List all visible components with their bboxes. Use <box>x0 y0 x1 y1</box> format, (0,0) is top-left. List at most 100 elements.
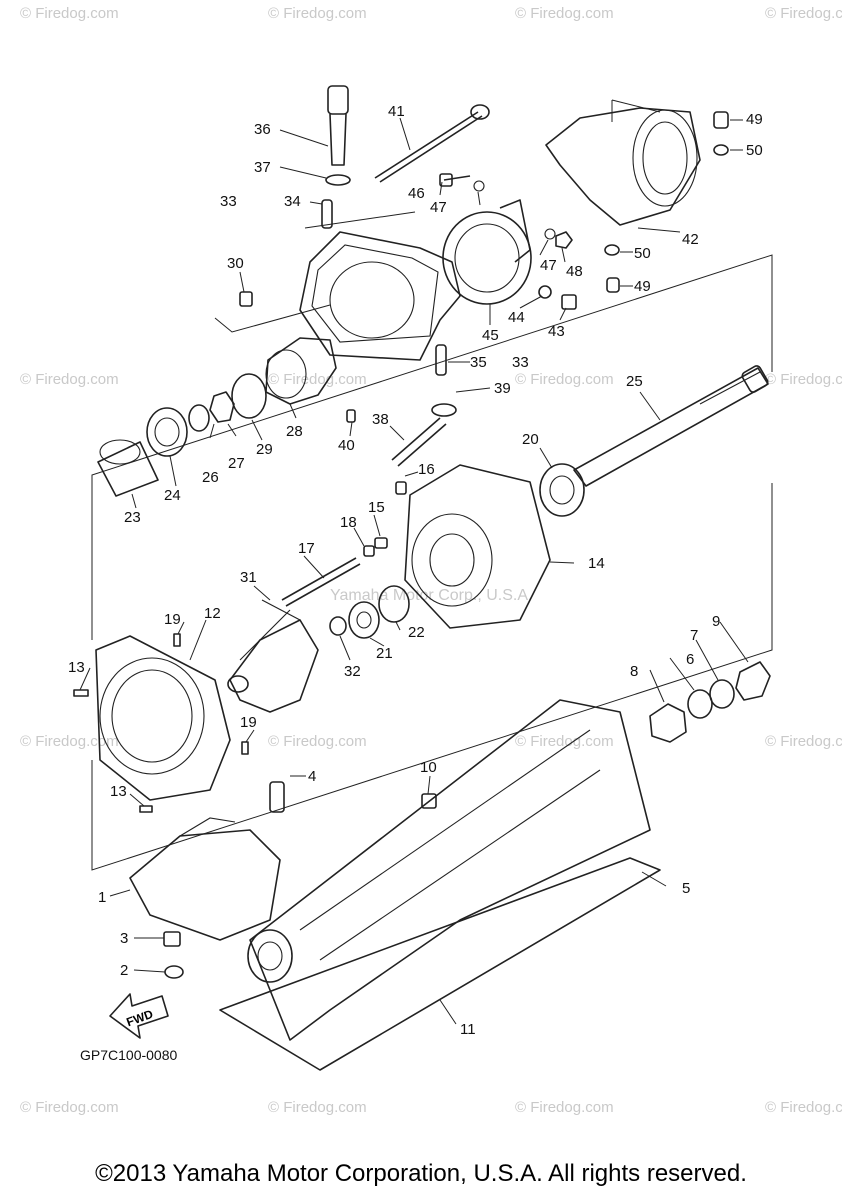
callout-19: 19 <box>164 611 181 628</box>
callout-42: 42 <box>682 231 699 248</box>
fasteners-49-50 <box>604 111 729 293</box>
forward-arrow: FWD <box>109 993 169 1039</box>
callout-19: 19 <box>240 714 257 731</box>
callout-46: 46 <box>408 185 425 202</box>
callout-44: 44 <box>508 309 525 326</box>
hose-36 <box>325 85 351 186</box>
callout-50: 50 <box>746 142 763 159</box>
callout-34: 34 <box>284 193 301 210</box>
small-fittings <box>346 344 457 467</box>
cap-assembly <box>97 337 337 497</box>
callout-16: 16 <box>418 461 435 478</box>
callout-18: 18 <box>340 514 357 531</box>
bearing-20 <box>539 463 585 517</box>
callout-26: 26 <box>202 469 219 486</box>
pump-case-12 <box>73 633 249 813</box>
callout-3: 3 <box>120 930 128 947</box>
plug-30 <box>239 291 253 307</box>
callout-37: 37 <box>254 159 271 176</box>
watermark: © Firedog.com <box>268 371 367 388</box>
watermark: © Firedog.com <box>765 1099 842 1116</box>
watermark: © Firedog.com <box>515 1099 614 1116</box>
callout-39: 39 <box>494 380 511 397</box>
callout-5: 5 <box>682 880 690 897</box>
watermark: © Firedog.com <box>20 733 119 750</box>
callout-27: 27 <box>228 455 245 472</box>
callout-35: 35 <box>470 354 487 371</box>
callout-14: 14 <box>588 555 605 572</box>
mid-watermark: Yamaha Motor Corp., U.S.A. <box>330 587 532 604</box>
callout-7: 7 <box>690 627 698 644</box>
callout-13: 13 <box>68 659 85 676</box>
callout-40: 40 <box>338 437 355 454</box>
callout-25: 25 <box>626 373 643 390</box>
callout-12: 12 <box>204 605 221 622</box>
watermark-group: © Firedog.com © Firedog.com © Firedog.co… <box>20 5 842 1116</box>
callout-28: 28 <box>286 423 303 440</box>
callout-6: 6 <box>686 651 694 668</box>
pins-15-18 <box>281 537 388 607</box>
copyright-notice: ©2013 Yamaha Motor Corporation, U.S.A. A… <box>95 1160 747 1187</box>
watermark: © Firedog.com <box>765 5 842 22</box>
callout-45: 45 <box>482 327 499 344</box>
intake-duct-11 <box>219 699 661 1071</box>
callout-labels: 1 2 3 4 5 6 7 8 9 10 11 12 13 13 14 15 1… <box>68 103 763 1038</box>
callout-41: 41 <box>388 103 405 120</box>
callout-13: 13 <box>110 783 127 800</box>
nozzle-42 <box>545 99 701 226</box>
callout-23: 23 <box>124 509 141 526</box>
seals-21-22-32 <box>329 585 410 639</box>
assembly-guide-lines <box>91 211 773 871</box>
callout-8: 8 <box>630 663 638 680</box>
callout-33: 33 <box>512 354 529 371</box>
watermark: © Firedog.com <box>765 733 842 750</box>
callout-49: 49 <box>746 111 763 128</box>
watermark: © Firedog.com <box>765 371 842 388</box>
callout-24: 24 <box>164 487 181 504</box>
diagram-code: GP7C100-0080 <box>80 1047 178 1063</box>
callout-11: 11 <box>460 1021 476 1038</box>
bolt-41 <box>374 104 490 183</box>
watermark: © Firedog.com <box>515 371 614 388</box>
ring-45 <box>439 173 577 310</box>
housing-33 <box>299 199 461 361</box>
impeller-31 <box>227 599 319 713</box>
callout-50: 50 <box>634 245 651 262</box>
callout-1: 1 <box>98 889 106 906</box>
callout-15: 15 <box>368 499 385 516</box>
callout-47: 47 <box>430 199 447 216</box>
callout-29: 29 <box>256 441 273 458</box>
callout-36: 36 <box>254 121 271 138</box>
watermark: © Firedog.com <box>515 733 614 750</box>
impeller-housing-14 <box>395 464 551 629</box>
callout-32: 32 <box>344 663 361 680</box>
fittings-4-10 <box>269 781 437 813</box>
watermark: © Firedog.com <box>20 5 119 22</box>
callout-49: 49 <box>634 278 651 295</box>
callout-43: 43 <box>548 323 565 340</box>
callout-9: 9 <box>712 613 720 630</box>
watermark: © Firedog.com <box>268 1099 367 1116</box>
cover-1 <box>129 817 281 979</box>
callout-47: 47 <box>540 257 557 274</box>
callout-20: 20 <box>522 431 539 448</box>
watermark: © Firedog.com <box>268 733 367 750</box>
callout-48: 48 <box>566 263 583 280</box>
callout-22: 22 <box>408 624 425 641</box>
watermark: © Firedog.com <box>20 371 119 388</box>
callout-17: 17 <box>298 540 315 557</box>
callout-30: 30 <box>227 255 244 272</box>
watermark: © Firedog.com <box>20 1099 119 1116</box>
callout-4: 4 <box>308 768 316 785</box>
callout-33: 33 <box>220 193 237 210</box>
callout-21: 21 <box>376 645 393 662</box>
coupler-parts <box>649 661 771 743</box>
leader-lines <box>79 117 749 1025</box>
callout-2: 2 <box>120 962 128 979</box>
watermark: © Firedog.com <box>268 5 367 22</box>
watermark: © Firedog.com <box>515 5 614 22</box>
callout-10: 10 <box>420 759 437 776</box>
callout-31: 31 <box>240 569 257 586</box>
callout-38: 38 <box>372 411 389 428</box>
